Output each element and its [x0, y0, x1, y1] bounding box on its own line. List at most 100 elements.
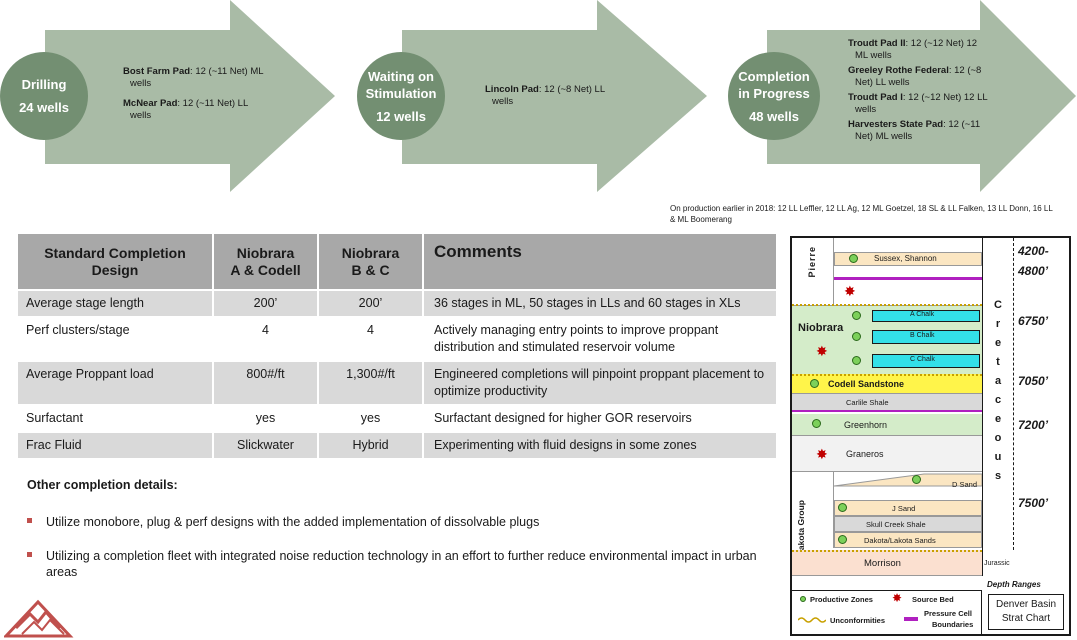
layer-sussex — [834, 252, 982, 266]
label-dakota-lakota: Dakota/Lakota Sands — [864, 536, 936, 545]
label-carlile: Carlile Shale — [846, 398, 889, 407]
cell-niobrara-b: Hybrid — [318, 431, 424, 458]
column-divider — [792, 238, 834, 306]
cell-comment: Experimenting with fluid designs in some… — [423, 431, 778, 458]
stage-arrow — [45, 0, 335, 192]
stage-arrow — [767, 0, 1076, 192]
cell-niobrara-b: 1,300#/ft — [318, 360, 424, 405]
stage-count: 12 wells — [376, 108, 426, 124]
layer-c-chalk — [872, 354, 980, 368]
stage-waiting: Waiting on Stimulation 12 wells Lincoln … — [357, 0, 717, 195]
row-label: Average Proppant load — [18, 360, 214, 405]
legend-unconformities: Unconformities — [830, 616, 886, 625]
table-row: Perf clusters/stage 4 4 Actively managin… — [18, 316, 778, 361]
unconformity — [792, 304, 982, 308]
source-bed-icon: ✸ — [844, 283, 856, 299]
layer-codell — [792, 374, 982, 394]
other-details-title: Other completion details: — [27, 478, 178, 492]
label-jurassic: Jurassic — [984, 560, 1010, 567]
bullet-item: Utilizing a completion fleet with integr… — [27, 548, 772, 580]
cell-niobrara-a: 800#/ft — [213, 360, 319, 405]
depth-label: 7050’ — [1018, 374, 1049, 388]
productive-zone-icon — [812, 419, 821, 428]
unconformity-icon — [798, 617, 826, 623]
stage-title: Stimulation — [365, 85, 437, 101]
stage-count: 48 wells — [749, 108, 799, 124]
legend-pressure-1: Pressure Cell — [924, 609, 972, 618]
stage-circle-completion: Completion in Progress 48 wells — [728, 52, 820, 140]
depth-label: 4200- — [1018, 244, 1049, 258]
stage-circle-drilling: Drilling 24 wells — [0, 52, 88, 140]
label-skull-creek: Skull Creek Shale — [866, 520, 926, 529]
pressure-cell-icon — [904, 617, 918, 621]
cell-comment: Surfactant designed for higher GOR reser… — [423, 404, 778, 432]
bullet-square-icon — [27, 552, 32, 558]
cell-niobrara-b: yes — [318, 404, 424, 432]
production-note: On production earlier in 2018: 12 LL Lef… — [670, 204, 1053, 224]
label-graneros: Graneros — [846, 449, 884, 459]
table-row: Frac Fluid Slickwater Hybrid Experimenti… — [18, 431, 778, 458]
legend-source: Source Bed — [912, 595, 954, 604]
stage-title: Completion — [738, 68, 810, 84]
row-label: Average stage length — [18, 289, 214, 317]
productive-zone-icon — [852, 356, 861, 365]
productive-zone-icon — [912, 475, 921, 484]
row-label: Surfactant — [18, 404, 214, 432]
source-bed-icon: ✸ — [816, 446, 828, 462]
d-sand-wedge — [834, 473, 982, 487]
cell-niobrara-a: 4 — [213, 316, 319, 361]
label-morrison: Morrison — [864, 558, 901, 569]
layer-graneros — [792, 436, 982, 472]
cretaceous-column — [982, 238, 1014, 550]
jurassic-column — [982, 550, 1014, 576]
chart-title: Strat Chart — [1001, 613, 1051, 624]
layer-j-sand — [834, 500, 982, 516]
bullet-square-icon — [27, 518, 32, 524]
cell-niobrara-a: Slickwater — [213, 431, 319, 458]
label-d-sand: D Sand — [952, 480, 978, 489]
table-header: Comments — [423, 234, 778, 290]
productive-zone-icon — [838, 535, 847, 544]
depth-label: 7500’ — [1018, 496, 1049, 510]
layer-greenhorn — [792, 414, 982, 436]
table-row: Average Proppant load 800#/ft 1,300#/ft … — [18, 360, 778, 405]
depth-label: 4800’ — [1018, 264, 1049, 278]
layer-dakota-lakota — [834, 532, 982, 548]
label-b-chalk: B Chalk — [910, 332, 935, 339]
table-row: Average stage length 200’ 200’ 36 stages… — [18, 289, 778, 317]
cell-niobrara-a: yes — [213, 404, 319, 432]
stage-title: in Progress — [738, 85, 810, 101]
stage-count: 24 wells — [19, 100, 69, 115]
label-greenhorn: Greenhorn — [844, 420, 888, 430]
label-c-chalk: C Chalk — [910, 356, 935, 363]
cell-niobrara-a: 200’ — [213, 289, 319, 317]
productive-zone-icon — [852, 332, 861, 341]
label-sussex: Sussex, Shannon — [874, 254, 937, 263]
label-depth-ranges: Depth Ranges — [987, 580, 1041, 589]
cell-comment: Engineered completions will pinpoint pro… — [423, 360, 778, 405]
chart-title: Denver Basin — [995, 599, 1057, 610]
layer-b-chalk — [872, 330, 980, 344]
stage-title: Drilling — [21, 77, 67, 92]
source-bed-icon: ✸ — [892, 591, 903, 605]
productive-zone-icon — [849, 254, 858, 263]
depth-label: 6750’ — [1018, 314, 1049, 328]
dakota-group-column — [792, 472, 834, 548]
layer-a-chalk — [872, 310, 980, 322]
cell-niobrara-b: 4 — [318, 316, 424, 361]
label-codell: Codell Sandstone — [828, 379, 905, 389]
label-dakota-group: Dakota Group — [796, 500, 806, 557]
company-logo-icon — [4, 599, 74, 638]
legend — [792, 590, 982, 636]
